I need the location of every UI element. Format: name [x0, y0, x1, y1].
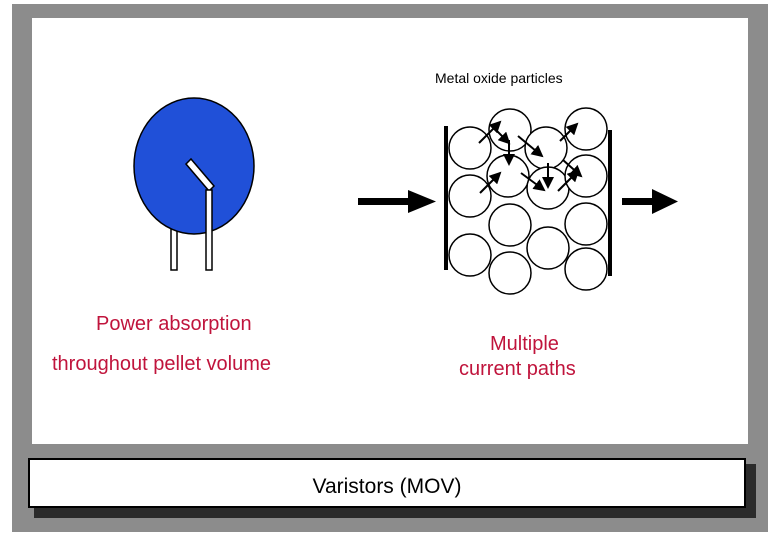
current-arrow	[478, 120, 502, 144]
particle	[526, 226, 570, 270]
right-caption-line1: Multiple	[490, 333, 559, 355]
current-arrow	[491, 125, 511, 145]
current-arrow	[517, 135, 544, 158]
slide-title: Varistors (MOV)	[312, 475, 462, 498]
varistor-icon	[133, 97, 255, 271]
particle	[448, 174, 492, 218]
particles-label: Metal oxide particles	[435, 70, 563, 86]
left-caption-line1: Power absorption	[96, 313, 252, 335]
current-path-arrows	[478, 120, 583, 194]
current-arrow	[559, 122, 579, 142]
varistor-lead-bend	[184, 157, 216, 193]
particle	[564, 247, 608, 291]
particle	[564, 154, 608, 198]
title-box: Varistors (MOV)	[28, 458, 746, 508]
input-arrow-icon	[358, 190, 436, 213]
metal-oxide-particles	[448, 107, 608, 295]
electrode-left	[444, 126, 448, 270]
diagram-panel	[32, 18, 748, 444]
particle	[564, 107, 608, 151]
particle	[448, 233, 492, 277]
particle	[488, 203, 532, 247]
current-arrow	[520, 172, 546, 192]
varistor-lead-left	[170, 225, 178, 271]
electrode-right	[608, 130, 612, 276]
particle	[564, 202, 608, 246]
right-caption-line2: current paths	[459, 358, 576, 380]
left-caption-line2: throughout pellet volume	[52, 353, 272, 375]
particle	[488, 251, 532, 295]
current-arrow	[562, 159, 583, 178]
varistor-lead-right	[205, 189, 213, 271]
current-arrow	[479, 171, 502, 194]
output-arrow-icon	[622, 189, 678, 214]
particle	[448, 126, 492, 170]
